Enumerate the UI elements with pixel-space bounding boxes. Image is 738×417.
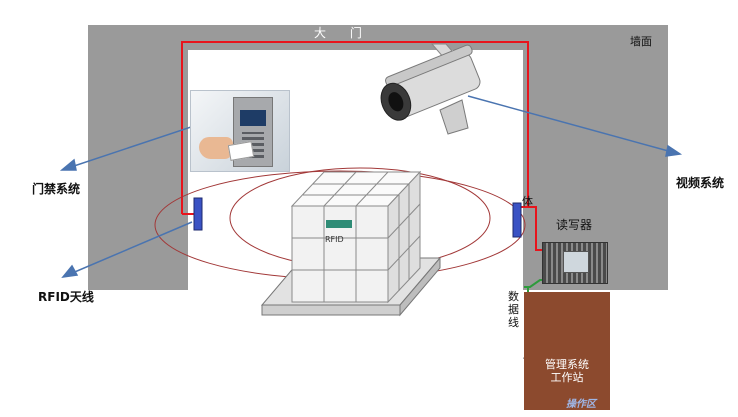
data-line-char-1: 数 bbox=[508, 290, 519, 303]
pallet-tag-label: RFID bbox=[325, 235, 344, 244]
reader-device-icon bbox=[542, 242, 608, 284]
rfid-antenna-icon-left bbox=[193, 197, 203, 231]
gate-title: 大 门 bbox=[314, 26, 372, 40]
security-camera-icon bbox=[380, 43, 481, 135]
wall-label: 墙面 bbox=[630, 35, 652, 48]
pallet-boxes-icon bbox=[260, 170, 442, 317]
workstation-label-line1: 管理系统 bbox=[545, 358, 589, 371]
video-system-label: 视频系统 bbox=[676, 176, 725, 190]
reader-face bbox=[563, 251, 589, 273]
access-control-label: 门禁系统 bbox=[32, 182, 81, 196]
callout-arrows bbox=[59, 95, 683, 279]
operation-area-label: 操作区 bbox=[566, 399, 596, 410]
workstation-area: 管理系统 工作站 bbox=[524, 292, 610, 410]
rfid-antenna-label: RFID天线 bbox=[38, 290, 94, 304]
red-cable bbox=[181, 41, 529, 214]
antenna-partial-label: 体 bbox=[522, 195, 533, 208]
data-line-char-2: 据 bbox=[508, 303, 519, 316]
workstation-label-line2: 工作站 bbox=[550, 371, 584, 384]
rfid-antenna-icon-right bbox=[512, 202, 522, 238]
panel-screen bbox=[240, 110, 266, 126]
access-control-panel-icon bbox=[190, 90, 290, 172]
reader-label: 读写器 bbox=[556, 218, 593, 232]
hand-shape bbox=[199, 137, 233, 159]
data-line-char-3: 线 bbox=[508, 316, 519, 329]
data-line-label: 数 据 线 bbox=[508, 290, 519, 329]
